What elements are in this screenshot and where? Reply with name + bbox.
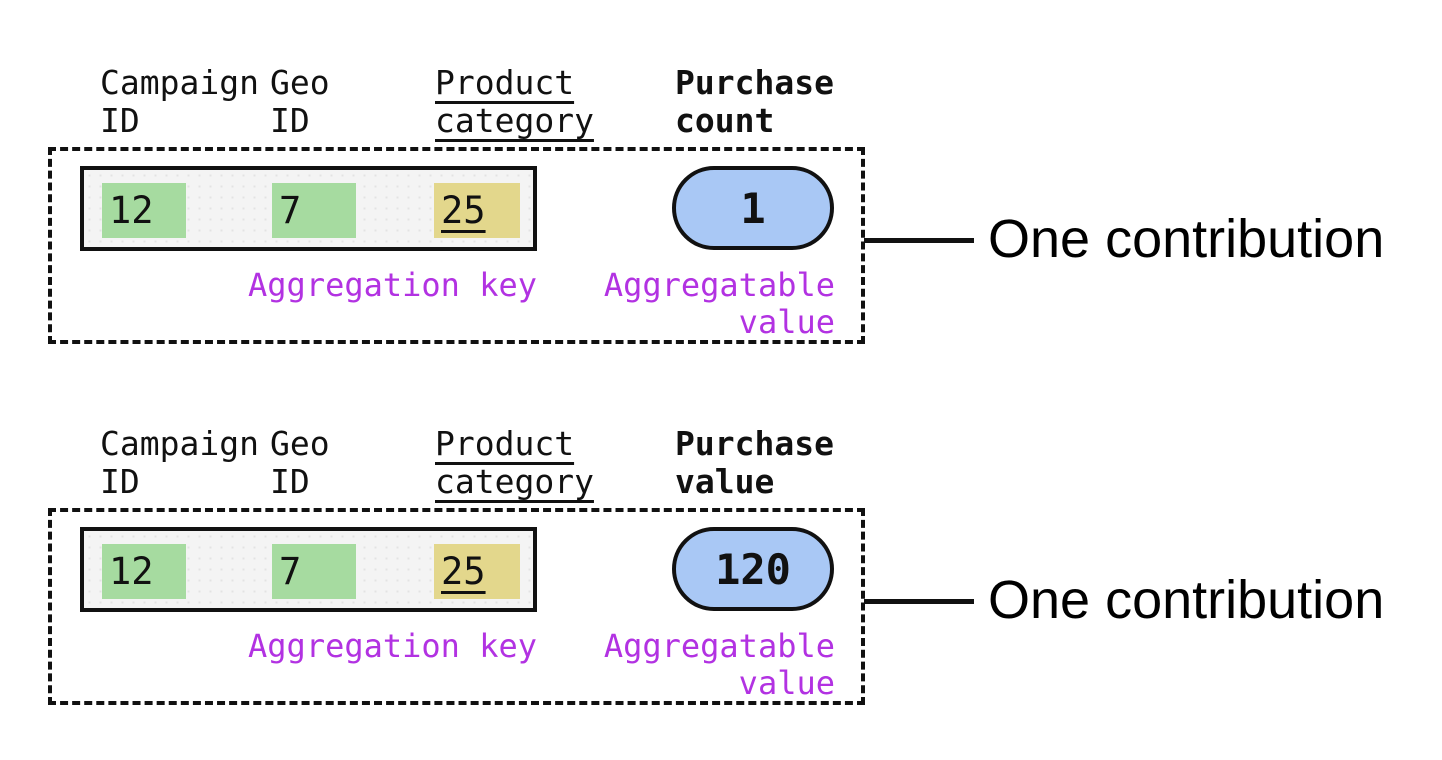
aggregation-key-label: Aggregation key [248,627,537,665]
column-header-purchase-value: Purchase value [675,424,834,501]
column-header-campaign-id: Campaign ID [100,424,259,501]
column-header-product-category: Product category [435,63,594,140]
record-row: 12 7 25 [80,166,537,251]
purchase-value-value: 120 [715,544,791,594]
one-contribution-callout: One contribution [988,209,1385,269]
contribution-boundary: 12 7 25 1 Aggregation key Aggregatable v… [48,147,865,344]
column-header-campaign-id: Campaign ID [100,63,259,140]
purchase-count-value: 1 [740,183,766,233]
product-category-cell: 25 [434,544,520,599]
aggregation-key-label: Aggregation key [248,266,537,304]
column-header-purchase-count: Purchase count [675,63,834,140]
product-category-value: 25 [441,189,486,232]
callout-connector-line [864,599,974,604]
geo-id-value: 7 [279,189,302,232]
contribution-block-purchase-count: Campaign ID Geo ID Product category Purc… [0,0,1442,360]
record-row: 12 7 25 [80,527,537,612]
campaign-id-cell: 12 [102,544,186,599]
campaign-id-value: 12 [109,189,154,232]
aggregatable-value-label: Aggregatable value [603,266,835,341]
contribution-boundary: 12 7 25 120 Aggregation key Aggregatable… [48,508,865,705]
campaign-id-cell: 12 [102,183,186,238]
aggregatable-value-pill: 1 [672,166,834,250]
aggregatable-value-label: Aggregatable value [603,627,835,702]
column-header-geo-id: Geo ID [270,63,330,140]
campaign-id-value: 12 [109,550,154,593]
aggregatable-value-pill: 120 [672,527,834,611]
geo-id-cell: 7 [272,544,356,599]
column-header-product-category: Product category [435,424,594,501]
geo-id-value: 7 [279,550,302,593]
contribution-block-purchase-value: Campaign ID Geo ID Product category Purc… [0,361,1442,721]
column-header-geo-id: Geo ID [270,424,330,501]
product-category-cell: 25 [434,183,520,238]
product-category-value: 25 [441,550,486,593]
callout-connector-line [864,238,974,243]
geo-id-cell: 7 [272,183,356,238]
one-contribution-callout: One contribution [988,570,1385,630]
